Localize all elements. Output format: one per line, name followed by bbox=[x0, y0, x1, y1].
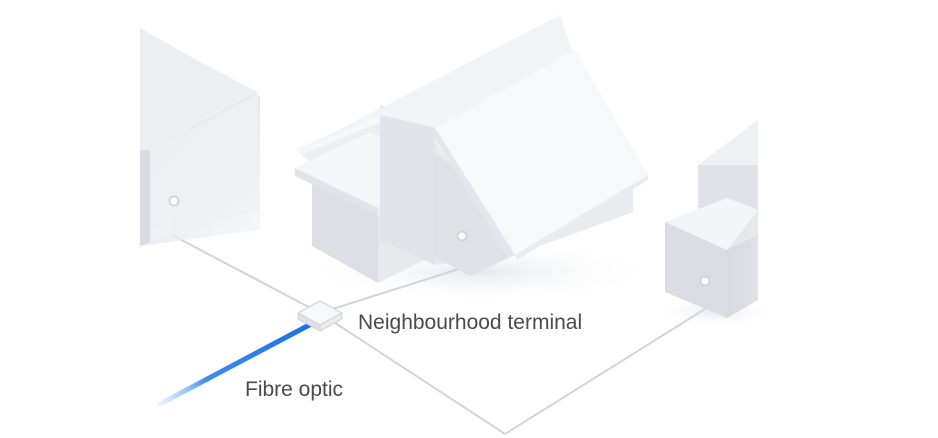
neighbourhood-terminal-label: Neighbourhood terminal bbox=[358, 311, 583, 334]
left-house bbox=[140, 28, 260, 246]
center-house-connection-icon bbox=[456, 230, 468, 242]
right-house bbox=[665, 120, 758, 318]
neighbourhood-terminal-box bbox=[296, 300, 344, 332]
connection-points bbox=[168, 195, 711, 287]
cable-right-house bbox=[319, 281, 706, 436]
left-house-connection-icon bbox=[168, 195, 180, 207]
fibre-optic-cable bbox=[157, 320, 316, 407]
fibre-optic-label: Fibre optic bbox=[245, 378, 344, 401]
right-house-connection-icon bbox=[699, 275, 711, 287]
center-house bbox=[295, 15, 648, 283]
